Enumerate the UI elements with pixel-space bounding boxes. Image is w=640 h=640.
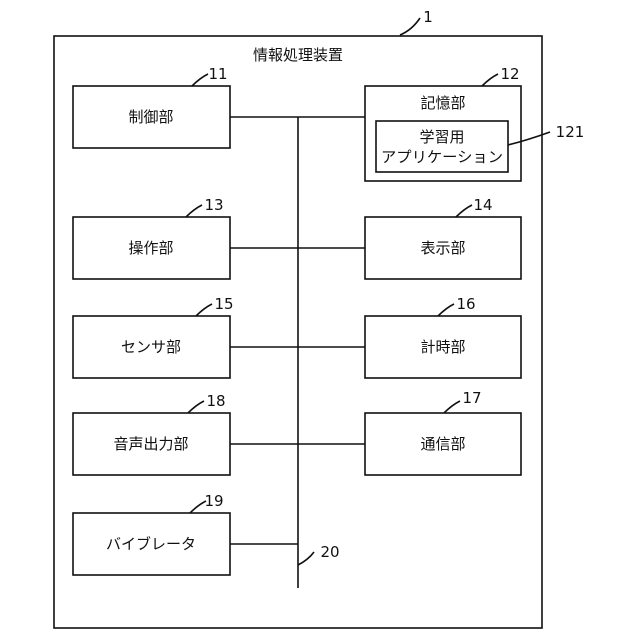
ref-bus: 20 bbox=[320, 543, 339, 561]
device-title: 情報処理装置 bbox=[253, 46, 343, 64]
display-label: 表示部 bbox=[420, 239, 465, 257]
ref-audio: 18 bbox=[206, 392, 225, 410]
app-label-line2: アプリケーション bbox=[381, 148, 503, 166]
comm-label: 通信部 bbox=[420, 435, 465, 453]
leader-12 bbox=[482, 74, 498, 86]
control-label: 制御部 bbox=[128, 108, 173, 126]
ref-control: 11 bbox=[208, 65, 227, 83]
operation-label: 操作部 bbox=[128, 239, 173, 257]
leader-20 bbox=[298, 552, 314, 565]
leader-18 bbox=[188, 401, 204, 413]
sensor-label: センサ部 bbox=[121, 338, 181, 356]
leader-14 bbox=[456, 205, 472, 217]
storage-label: 記憶部 bbox=[420, 94, 465, 112]
timer-label: 計時部 bbox=[420, 338, 465, 356]
ref-app: 121 bbox=[556, 123, 585, 141]
vibrator-label: バイブレータ bbox=[106, 535, 196, 553]
leader-13 bbox=[186, 205, 202, 217]
leader-121 bbox=[508, 132, 550, 145]
leader-1 bbox=[400, 18, 420, 35]
ref-operation: 13 bbox=[204, 196, 223, 214]
leader-17 bbox=[444, 401, 460, 413]
ref-comm: 17 bbox=[462, 389, 481, 407]
audio-label: 音声出力部 bbox=[113, 435, 188, 453]
leader-15 bbox=[196, 304, 212, 316]
ref-timer: 16 bbox=[456, 295, 475, 313]
ref-outer: 1 bbox=[423, 8, 433, 26]
ref-display: 14 bbox=[473, 196, 492, 214]
leader-11 bbox=[192, 74, 208, 86]
ref-vibrator: 19 bbox=[204, 492, 223, 510]
app-label-line1: 学習用 bbox=[419, 128, 464, 146]
ref-storage: 12 bbox=[500, 65, 519, 83]
leader-16 bbox=[438, 304, 454, 316]
ref-sensor: 15 bbox=[214, 295, 233, 313]
